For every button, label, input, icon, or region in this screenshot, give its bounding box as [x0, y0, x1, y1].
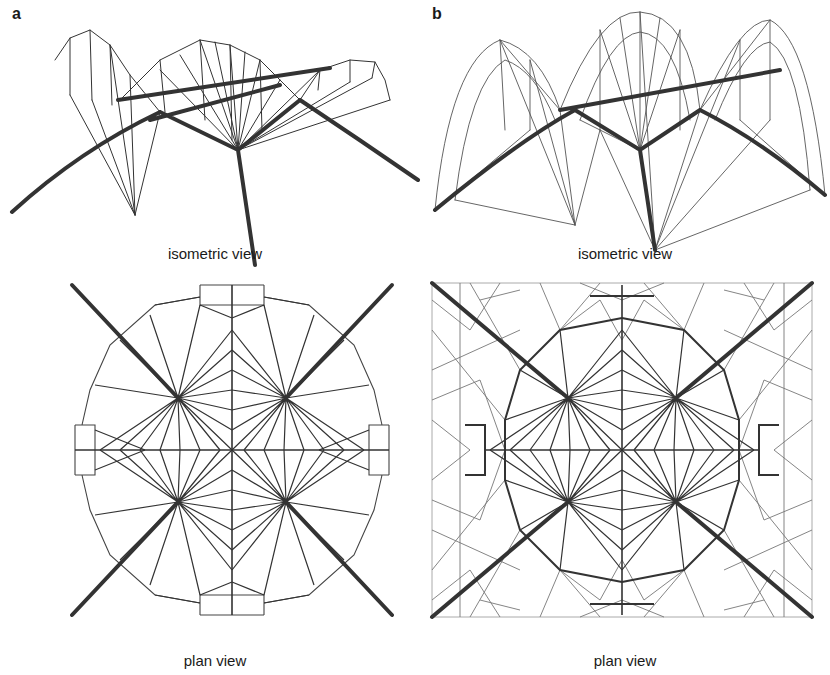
panel-letter: a	[12, 4, 21, 23]
view-caption: plan view	[594, 652, 657, 670]
isometric-view-a	[12, 30, 418, 265]
view-caption: isometric view	[168, 245, 262, 263]
view-caption: plan view	[184, 652, 247, 670]
isometric-view-b	[435, 12, 825, 250]
view-caption: isometric view	[578, 245, 672, 263]
plan-view-a	[72, 285, 392, 615]
plan-view-b	[432, 283, 812, 617]
panel-letter: b	[432, 4, 442, 23]
